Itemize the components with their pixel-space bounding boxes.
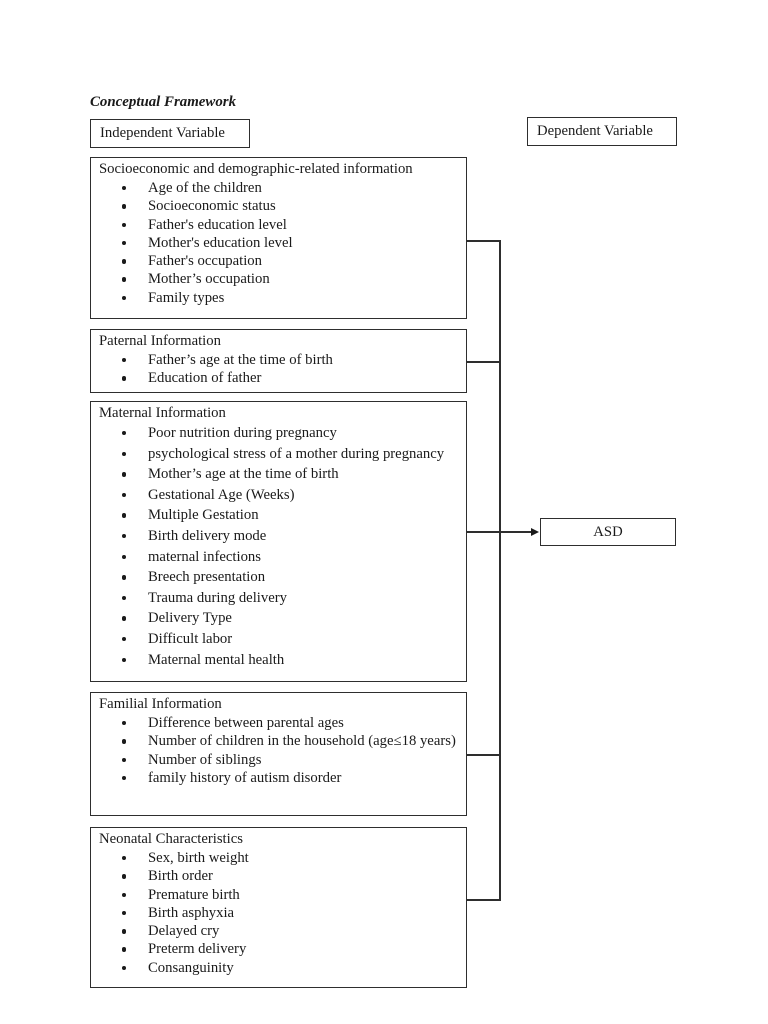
socioeconomic-heading: Socioeconomic and demographic-related in…	[99, 161, 413, 177]
list-item: Premature birth	[99, 886, 463, 904]
paternal-heading: Paternal Information	[99, 333, 221, 349]
list-item: maternal infections	[99, 547, 463, 568]
list-item: Preterm delivery	[99, 940, 463, 958]
list-item: Family types	[99, 289, 463, 307]
independent-variable-box: Independent Variable	[90, 119, 250, 148]
socioeconomic-list: Age of the children Socioeconomic status…	[99, 179, 463, 307]
list-item: Father's occupation	[99, 252, 463, 270]
list-item: Breech presentation	[99, 567, 463, 588]
list-item: Difference between parental ages	[99, 714, 463, 732]
connector-vertical-spine	[499, 240, 501, 901]
list-item: Education of father	[99, 369, 463, 387]
socioeconomic-box: Socioeconomic and demographic-related in…	[90, 157, 467, 319]
familial-heading: Familial Information	[99, 696, 222, 712]
connector-socioeconomic	[467, 240, 500, 242]
list-item: Birth asphyxia	[99, 904, 463, 922]
list-item: Sex, birth weight	[99, 849, 463, 867]
connector-familial	[467, 754, 500, 756]
familial-box: Familial Information Difference between …	[90, 692, 467, 816]
list-item: Father's education level	[99, 216, 463, 234]
paternal-box: Paternal Information Father’s age at the…	[90, 329, 467, 393]
neonatal-heading: Neonatal Characteristics	[99, 831, 243, 847]
list-item: Poor nutrition during pregnancy	[99, 423, 463, 444]
dependent-variable-label: Dependent Variable	[537, 123, 653, 139]
connector-paternal	[467, 361, 500, 363]
list-item: Age of the children	[99, 179, 463, 197]
list-item: Mother’s age at the time of birth	[99, 464, 463, 485]
neonatal-list: Sex, birth weight Birth order Premature …	[99, 849, 463, 977]
list-item: Consanguinity	[99, 959, 463, 977]
list-item: Father’s age at the time of birth	[99, 351, 463, 369]
list-item: Multiple Gestation	[99, 505, 463, 526]
list-item: Gestational Age (Weeks)	[99, 485, 463, 506]
list-item: Birth delivery mode	[99, 526, 463, 547]
page-title: Conceptual Framework	[90, 94, 237, 110]
list-item: Socioeconomic status	[99, 197, 463, 215]
list-item: Maternal mental health	[99, 650, 463, 671]
independent-variable-label: Independent Variable	[100, 125, 225, 141]
maternal-box: Maternal Information Poor nutrition duri…	[90, 401, 467, 682]
neonatal-box: Neonatal Characteristics Sex, birth weig…	[90, 827, 467, 988]
connector-neonatal	[467, 899, 500, 901]
list-item: Mother's education level	[99, 234, 463, 252]
list-item: psychological stress of a mother during …	[99, 444, 463, 465]
familial-list: Difference between parental ages Number …	[99, 714, 463, 787]
list-item: Number of siblings	[99, 751, 463, 769]
asd-outcome-box: ASD	[540, 518, 676, 546]
list-item: Difficult labor	[99, 629, 463, 650]
asd-label: ASD	[593, 523, 623, 540]
list-item: Birth order	[99, 867, 463, 885]
dependent-variable-box: Dependent Variable	[527, 117, 677, 146]
list-item: Delivery Type	[99, 608, 463, 629]
list-item: Number of children in the household (age…	[99, 732, 463, 750]
list-item: Trauma during delivery	[99, 588, 463, 609]
maternal-list: Poor nutrition during pregnancy psycholo…	[99, 423, 463, 670]
list-item: family history of autism disorder	[99, 769, 463, 787]
list-item: Mother’s occupation	[99, 270, 463, 288]
paternal-list: Father’s age at the time of birth Educat…	[99, 351, 463, 388]
arrowhead-icon	[531, 528, 539, 536]
list-item: Delayed cry	[99, 922, 463, 940]
maternal-heading: Maternal Information	[99, 405, 226, 421]
